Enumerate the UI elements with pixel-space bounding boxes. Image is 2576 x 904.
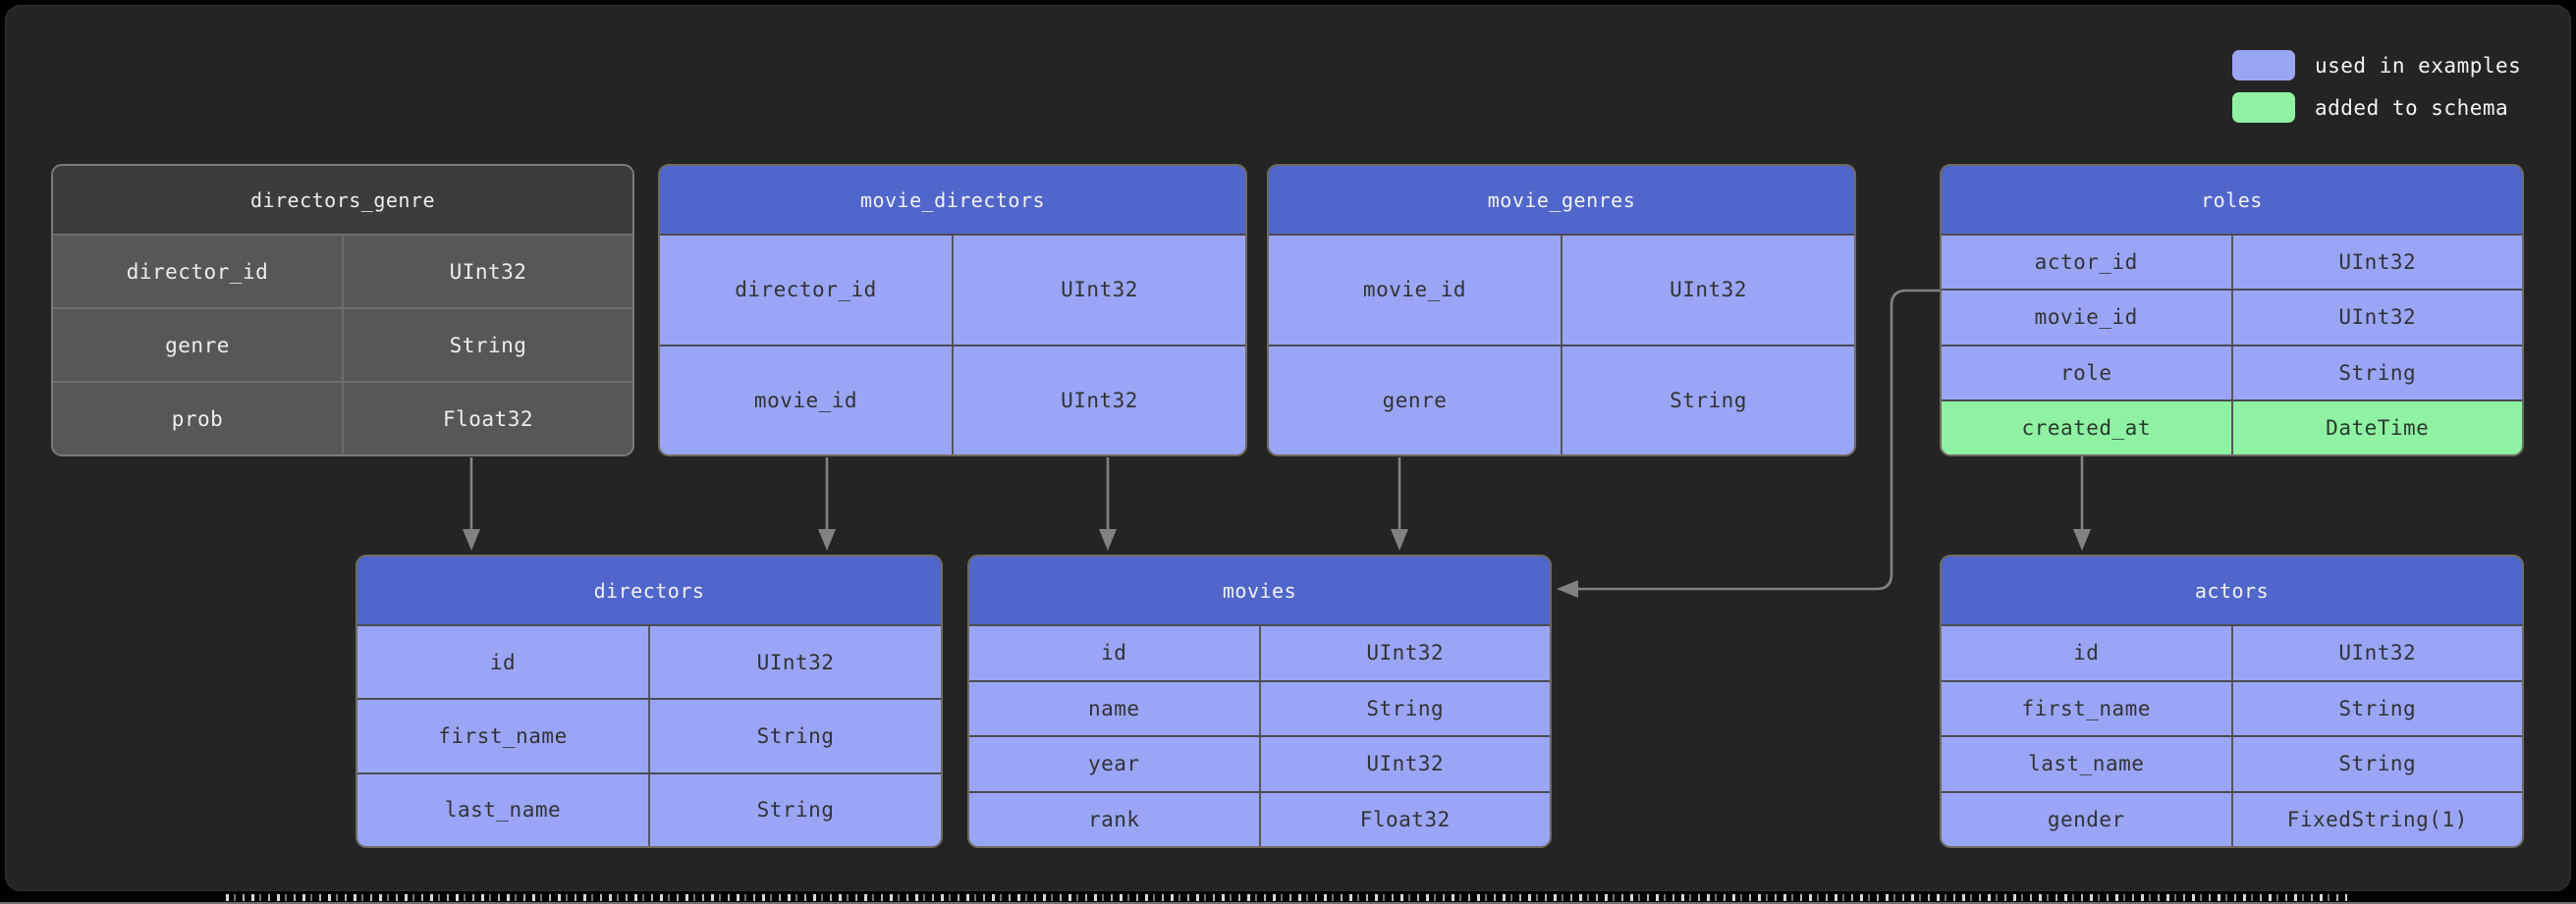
column-type-cell: DateTime — [2230, 400, 2523, 454]
bottom-noise-texture — [226, 894, 2347, 901]
used-in-examples-swatch — [2232, 50, 2295, 80]
column-name-cell: movie_id — [1362, 278, 1467, 302]
column-type-cell: String — [648, 773, 941, 846]
legend-label: added to schema — [2315, 95, 2509, 120]
bottom-edge-line — [0, 902, 2576, 904]
column-type-cell: UInt32 — [648, 626, 941, 699]
table-movie_genres: movie_genres movie_id UInt32 genre String — [1267, 164, 1856, 456]
column-type-cell: String — [2230, 737, 2523, 791]
column-name-cell: genre — [165, 333, 230, 357]
table-title-directors_genre: directors_genre — [53, 166, 632, 234]
table-row-roles-movie_id: movie_id UInt32 — [1942, 289, 2523, 345]
table-title-movie_genres: movie_genres — [1269, 166, 1854, 234]
table-row-directors_genre-director_id: director_id UInt32 — [53, 234, 632, 307]
column-name-cell: genre — [1382, 388, 1448, 412]
table-title-movie_directors: movie_directors — [660, 166, 1245, 234]
column-type-cell: UInt32 — [2230, 291, 2523, 345]
legend-item-added-to-schema: added to schema — [2232, 92, 2521, 123]
column-name-cell: name — [1087, 696, 1140, 720]
table-row-movie_directors-movie_id: movie_id UInt32 — [660, 344, 1245, 454]
table-row-movie_genres-movie_id: movie_id UInt32 — [1269, 234, 1854, 345]
column-type-cell: UInt32 — [1561, 236, 1854, 345]
column-name-cell: id — [1101, 641, 1127, 665]
column-name-cell: created_at — [2021, 415, 2151, 440]
column-name-cell: year — [1087, 752, 1140, 776]
column-type-cell: Float32 — [342, 383, 632, 454]
table-title-directors: directors — [357, 557, 941, 624]
table-title-movies: movies — [969, 557, 1550, 624]
column-type-cell: String — [342, 309, 632, 381]
legend-item-used-in-examples: used in examples — [2232, 50, 2521, 80]
column-name-cell: first_name — [438, 723, 568, 748]
column-type-cell: UInt32 — [2230, 626, 2523, 680]
table-directors_genre: directors_genre director_id UInt32 genre Str… — [51, 164, 634, 456]
table-row-actors-id: id UInt32 — [1942, 624, 2522, 680]
bottom-artifact-strip — [0, 891, 2576, 904]
column-name-cell: director_id — [735, 278, 877, 302]
table-row-movies-rank: rank Float32 — [969, 790, 1551, 846]
column-type-cell: UInt32 — [952, 236, 1245, 345]
column-name-cell: movie_id — [2034, 305, 2138, 330]
added-to-schema-swatch — [2232, 92, 2295, 123]
table-row-actors-first_name: first_name String — [1942, 679, 2523, 735]
column-type-cell: String — [1561, 346, 1854, 454]
legend: used in examples added to schema — [2232, 50, 2521, 134]
column-type-cell: UInt32 — [2230, 236, 2523, 290]
table-row-roles-actor_id: actor_id UInt32 — [1942, 234, 2523, 290]
table-row-movies-id: id UInt32 — [969, 624, 1550, 680]
column-name-cell: movie_id — [753, 388, 858, 412]
column-type-cell: String — [1258, 681, 1551, 735]
column-name-cell: actor_id — [2034, 250, 2138, 275]
table-row-directors_genre-prob: prob Float32 — [53, 381, 632, 454]
column-type-cell: Float32 — [1258, 792, 1551, 846]
column-type-cell: String — [2230, 346, 2523, 399]
column-type-cell: UInt32 — [1258, 626, 1551, 680]
column-name-cell: director_id — [126, 259, 269, 284]
column-type-cell: UInt32 — [952, 346, 1245, 454]
table-body: movie_id UInt32 genre String — [1269, 234, 1854, 454]
table-row-movies-year: year UInt32 — [969, 735, 1550, 791]
column-type-cell: String — [648, 700, 941, 772]
column-name-cell: last_name — [2028, 752, 2145, 776]
table-row-directors_genre-genre: genre String — [53, 307, 632, 381]
table-row-roles-role: role String — [1942, 344, 2523, 399]
column-name-cell: prob — [171, 406, 224, 431]
table-row-movies-name: name String — [969, 679, 1551, 735]
table-row-actors-last_name: last_name String — [1942, 735, 2522, 791]
column-name-cell: last_name — [444, 798, 562, 823]
column-type-cell: String — [2230, 681, 2523, 735]
table-body: director_id UInt32 genre String prob Float32 — [53, 234, 632, 454]
table-row-directors-id: id UInt32 — [357, 624, 941, 699]
table-row-movie_genres-genre: genre String — [1269, 344, 1854, 454]
table-row-roles-created_at: created_at DateTime — [1942, 399, 2522, 454]
table-row-movie_directors-director_id: director_id UInt32 — [660, 234, 1245, 345]
column-name-cell: rank — [1087, 807, 1140, 831]
column-name-cell: first_name — [2021, 696, 2151, 720]
table-row-actors-gender: gender FixedString(1) — [1942, 790, 2523, 846]
table-row-directors-first_name: first_name String — [357, 698, 941, 772]
column-type-cell: UInt32 — [342, 236, 632, 307]
column-type-cell: FixedString(1) — [2230, 792, 2523, 846]
table-title-actors: actors — [1942, 557, 2522, 624]
column-name-cell: role — [2059, 360, 2112, 385]
column-name-cell: id — [2073, 641, 2100, 665]
column-name-cell: id — [489, 650, 517, 674]
table-title-roles: roles — [1942, 166, 2522, 234]
column-name-cell: gender — [2047, 807, 2125, 831]
legend-label: used in examples — [2315, 53, 2522, 78]
column-type-cell: UInt32 — [1258, 737, 1551, 791]
table-row-directors-last_name: last_name String — [357, 771, 941, 846]
